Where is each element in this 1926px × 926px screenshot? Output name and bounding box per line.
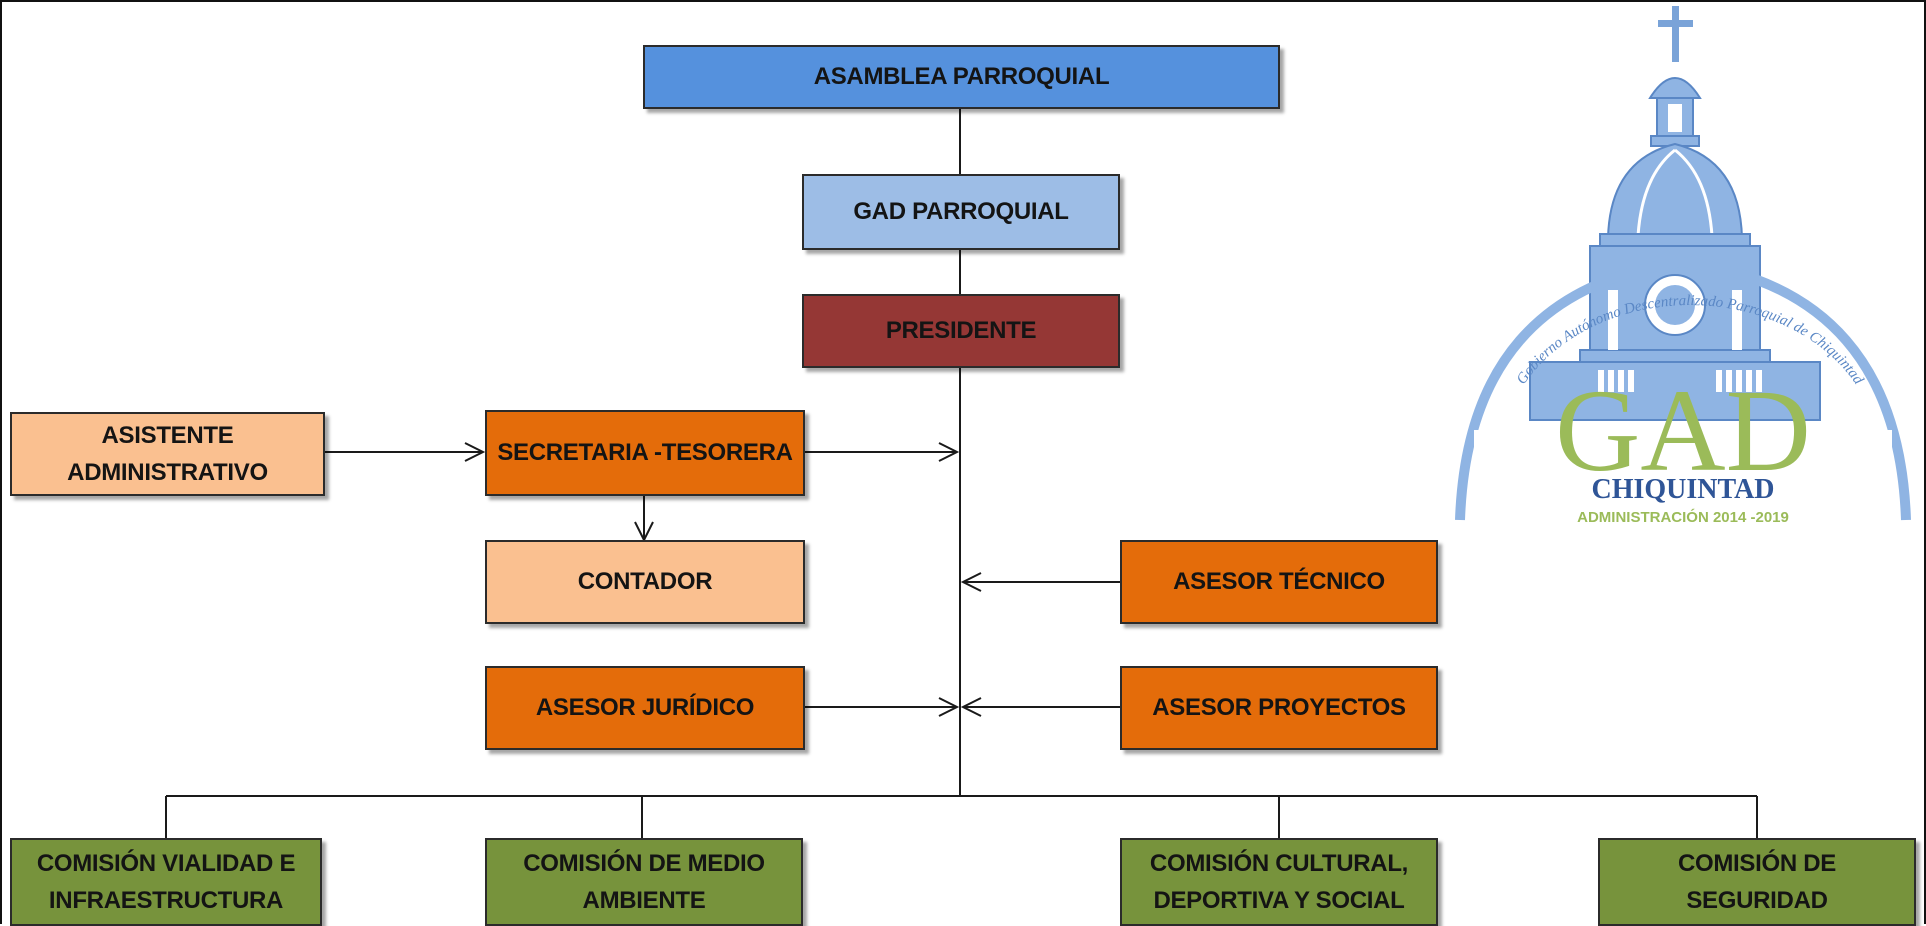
node-asesor-juridico: ASESOR JURÍDICO	[485, 666, 805, 750]
node-comision-medio-ambiente: COMISIÓN DE MEDIO AMBIENTE	[485, 838, 803, 926]
logo-name-text: CHIQUINTAD	[1591, 474, 1774, 505]
logo-gad-text: GAD	[1555, 365, 1811, 496]
node-label: ASESOR TÉCNICO	[1173, 568, 1385, 596]
node-presidente: PRESIDENTE	[802, 294, 1120, 368]
logo-admin-text: ADMINISTRACIÓN 2014 -2019	[1577, 508, 1789, 526]
gad-chiquintad-logo: Gobierno Autónomo Descentralizado Parroq…	[1455, 6, 1911, 526]
node-label: PRESIDENTE	[885, 317, 1037, 345]
node-label: COMISIÓN DE SEGURIDAD	[1677, 849, 1837, 914]
node-label: SECRETARIA -TESORERA	[497, 439, 793, 467]
node-asistente-administrativo: ASISTENTE ADMINISTRATIVO	[10, 412, 325, 496]
node-label: ASESOR JURÍDICO	[535, 694, 755, 722]
node-label: ASESOR PROYECTOS	[1152, 694, 1406, 722]
node-label: CONTADOR	[577, 568, 713, 596]
node-comision-cultural: COMISIÓN CULTURAL, DEPORTIVA Y SOCIAL	[1120, 838, 1438, 926]
node-asesor-tecnico: ASESOR TÉCNICO	[1120, 540, 1438, 624]
node-label: ASISTENTE ADMINISTRATIVO	[67, 421, 268, 486]
node-secretaria-tesorera: SECRETARIA -TESORERA	[485, 410, 805, 496]
node-gad-parroquial: GAD PARROQUIAL	[802, 174, 1120, 250]
node-label: COMISIÓN VIALIDAD E INFRAESTRUCTURA	[36, 849, 296, 914]
node-label: ASAMBLEA PARROQUIAL	[813, 63, 1110, 91]
node-label: COMISIÓN DE MEDIO AMBIENTE	[523, 849, 765, 914]
node-asamblea-parroquial: ASAMBLEA PARROQUIAL	[643, 45, 1280, 109]
church-cupola-icon	[1529, 6, 1821, 421]
node-label: COMISIÓN CULTURAL, DEPORTIVA Y SOCIAL	[1149, 849, 1409, 914]
node-contador: CONTADOR	[485, 540, 805, 624]
node-label: GAD PARROQUIAL	[853, 198, 1069, 226]
node-asesor-proyectos: ASESOR PROYECTOS	[1120, 666, 1438, 750]
logo-arc	[1455, 256, 1911, 521]
node-comision-vialidad: COMISIÓN VIALIDAD E INFRAESTRUCTURA	[10, 838, 322, 926]
node-comision-seguridad: COMISIÓN DE SEGURIDAD	[1598, 838, 1916, 926]
